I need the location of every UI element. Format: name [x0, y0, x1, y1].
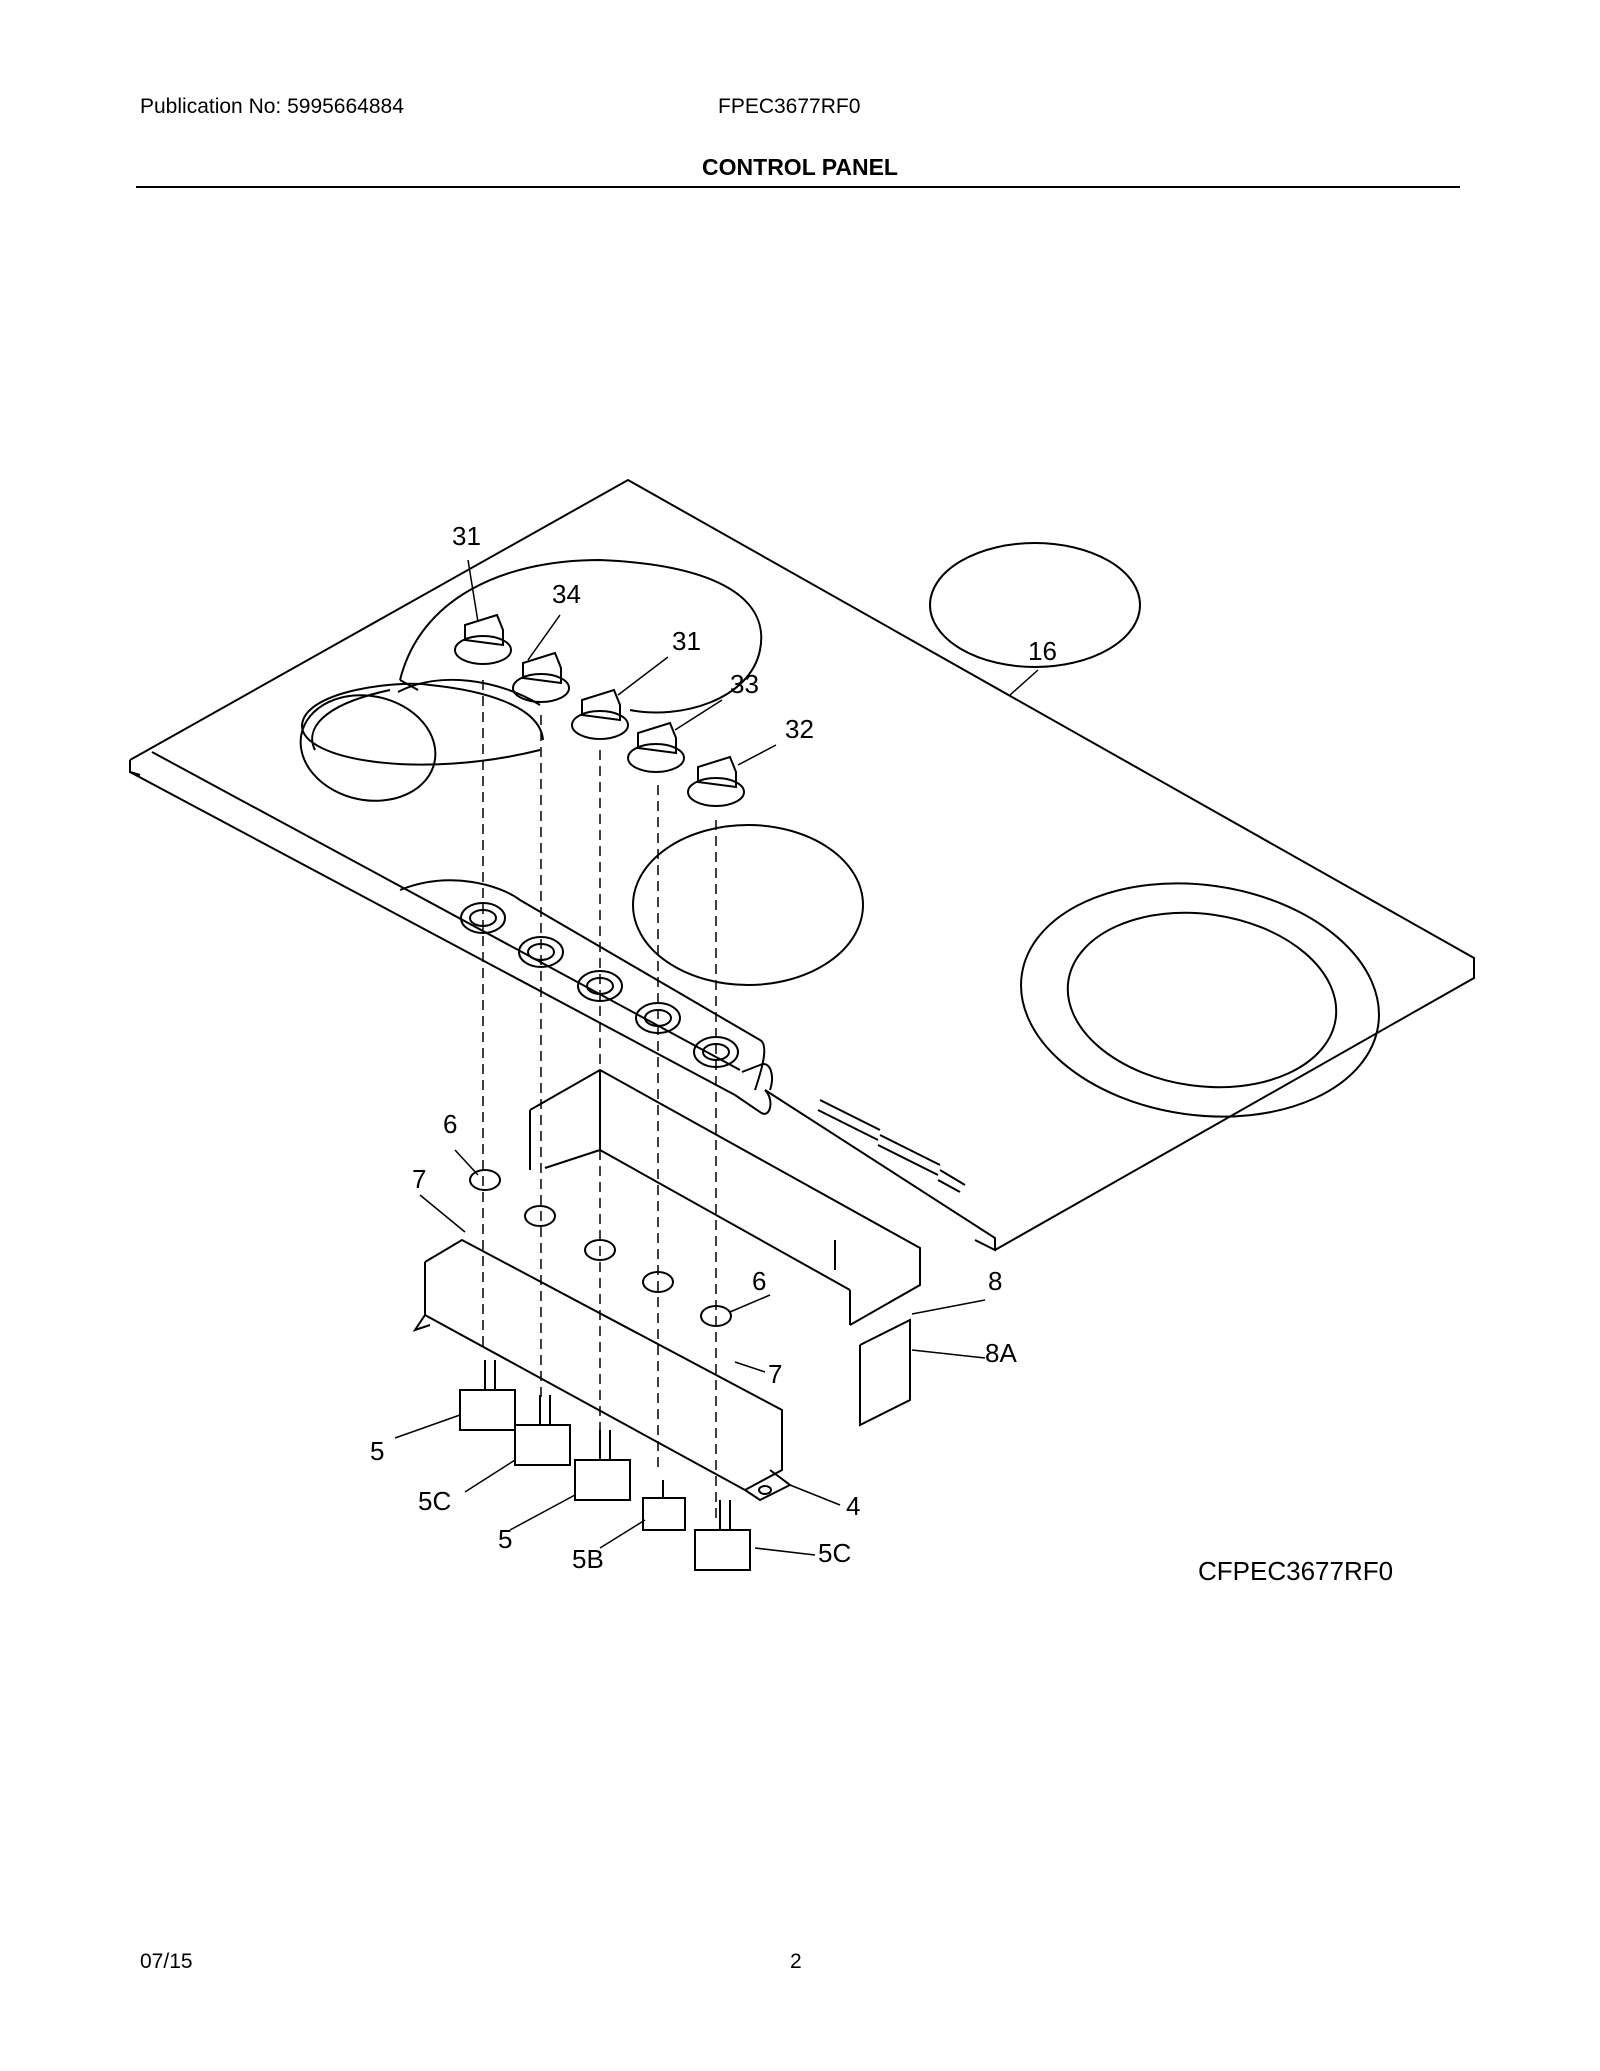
alignment-lines	[482, 680, 717, 1520]
callout-33: 33	[730, 669, 759, 699]
cooktop-surface	[129, 478, 1475, 1252]
callout-34: 34	[552, 579, 581, 609]
publication-number: Publication No: 5995664884	[140, 95, 404, 118]
switches	[459, 1360, 751, 1571]
callout-32: 32	[785, 714, 814, 744]
callout-6-left: 6	[443, 1109, 457, 1139]
callout-7-right: 7	[768, 1359, 782, 1389]
callout-4: 4	[846, 1491, 860, 1521]
title-rule	[136, 186, 1460, 188]
callout-5-bottom: 5	[498, 1524, 512, 1554]
footer-date: 07/15	[140, 1950, 193, 1973]
bracket	[529, 1068, 921, 1427]
page-number: 2	[790, 1950, 802, 1973]
callout-31-top: 31	[452, 521, 481, 551]
page-title: CONTROL PANEL	[702, 154, 898, 180]
callout-5c-right: 5C	[818, 1538, 851, 1568]
control-bracket	[412, 1238, 792, 1502]
callout-7-left: 7	[412, 1164, 426, 1194]
callout-5c-left: 5C	[418, 1486, 451, 1516]
leader-lines	[394, 559, 1039, 1556]
callout-31-mid: 31	[672, 626, 701, 656]
callouts: 31 34 31 33 32 16 6 7 6 8 8A 7 5 5C 5 5B…	[370, 521, 1057, 1574]
callout-5b: 5B	[572, 1544, 604, 1574]
clips	[469, 1169, 732, 1327]
callout-5-top: 5	[370, 1436, 384, 1466]
model-number: FPEC3677RF0	[718, 95, 861, 118]
callout-8a: 8A	[985, 1338, 1017, 1368]
knobs	[454, 613, 745, 807]
burner-rings	[299, 542, 1380, 1118]
callout-8: 8	[988, 1266, 1002, 1296]
callout-6-right: 6	[752, 1266, 766, 1296]
vent-slots	[817, 1099, 966, 1193]
drawing-id: CFPEC3677RF0	[1198, 1556, 1393, 1586]
callout-16: 16	[1028, 636, 1057, 666]
